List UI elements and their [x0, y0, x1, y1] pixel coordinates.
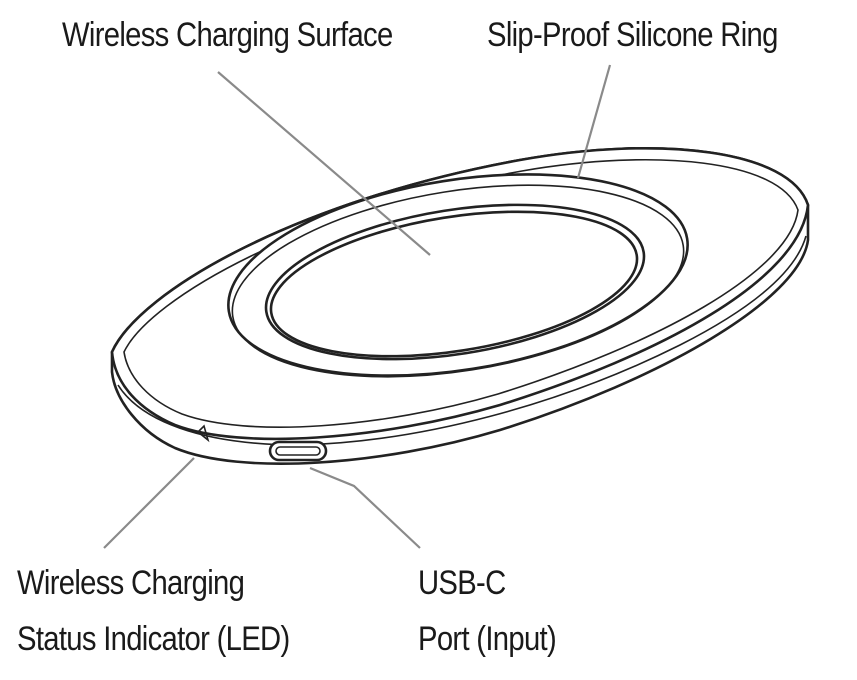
ring-outer-rim [231, 184, 685, 378]
leader-led [103, 457, 195, 549]
label-led-line2: Status Indicator (LED) [17, 619, 290, 658]
usb-port-inner [275, 446, 321, 456]
charging-surface [269, 210, 639, 358]
label-charging-surface-text: Wireless Charging Surface [62, 16, 393, 54]
silicone-ring [227, 173, 689, 378]
label-led-indicator: Wireless Charging Status Indicator (LED) [17, 562, 290, 660]
label-charging-surface: Wireless Charging Surface [62, 14, 393, 57]
leader-charging-surface [217, 71, 431, 256]
label-silicone-ring: Slip-Proof Silicone Ring [487, 14, 778, 57]
label-led-line1: Wireless Charging [17, 564, 245, 602]
base-side-chamfer [117, 235, 807, 446]
led-indicator [196, 424, 210, 443]
label-usb-line2: Port (Input) [418, 619, 557, 658]
label-usb-c-port: USB-C Port (Input) [418, 562, 557, 660]
usb-c-port [268, 440, 328, 462]
leader-usb-c [309, 466, 421, 549]
leader-silicone-ring [576, 64, 612, 179]
label-silicone-ring-text: Slip-Proof Silicone Ring [487, 16, 778, 54]
label-usb-line1: USB-C [418, 564, 506, 602]
usb-port-outer [268, 440, 328, 462]
